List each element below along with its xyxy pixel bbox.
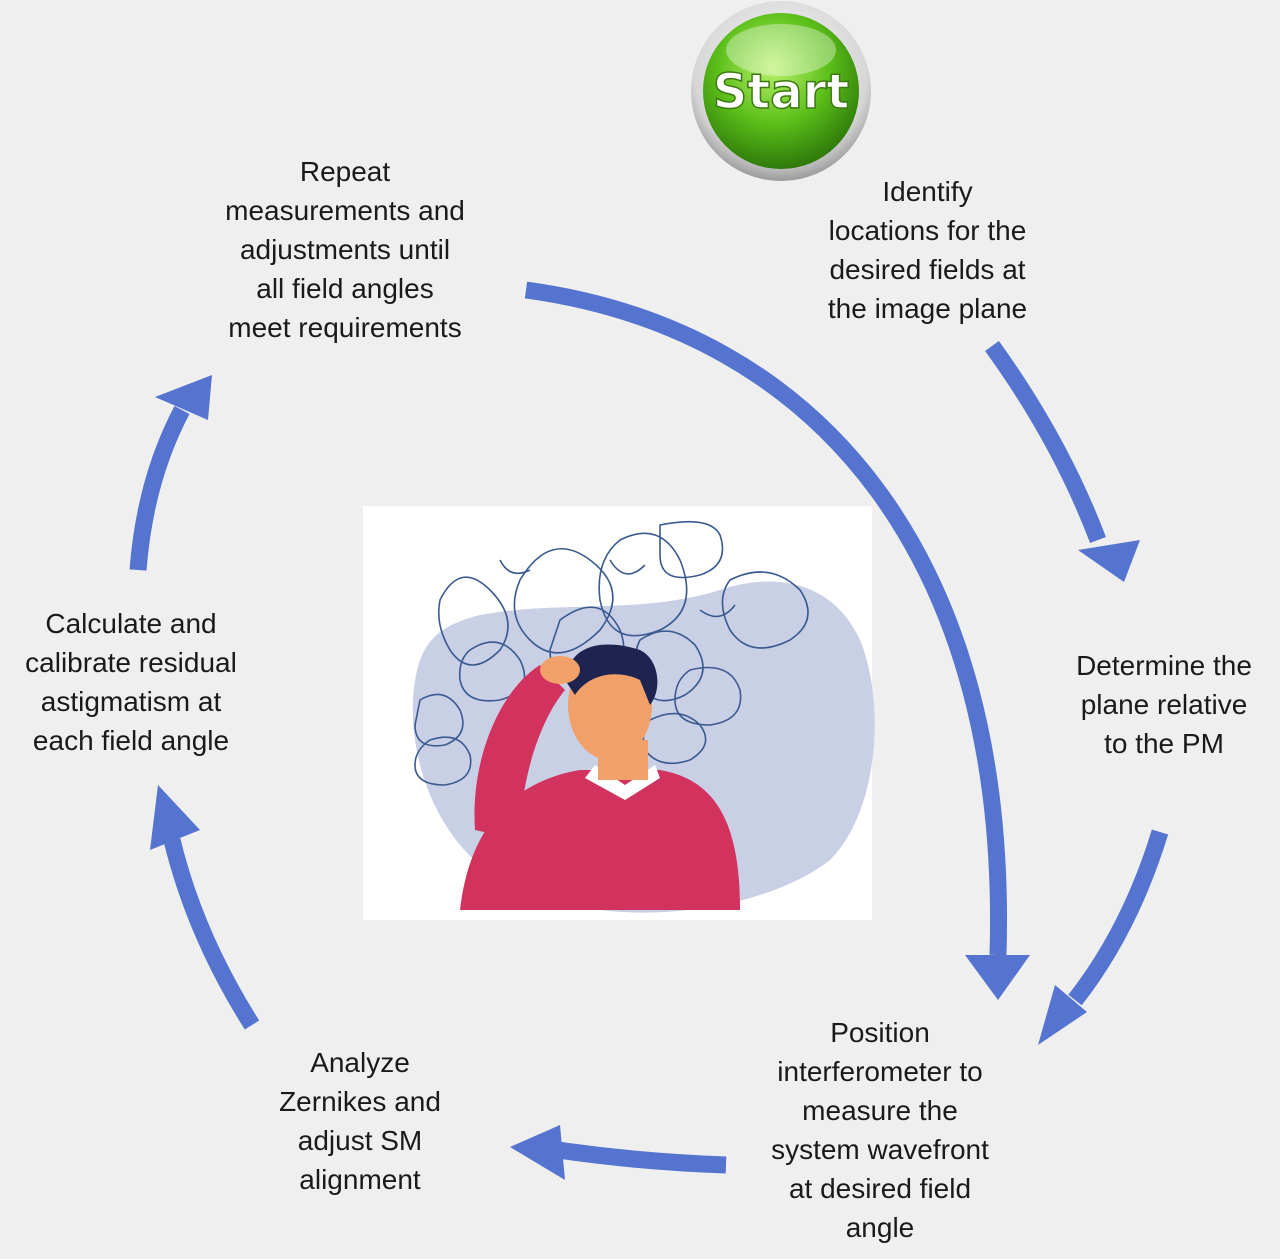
step-analyze: Analyze Zernikes and adjust SM alignment	[250, 1043, 470, 1199]
step-position: Position interferometer to measure the s…	[740, 1013, 1020, 1247]
step-analyze-line: Zernikes and	[279, 1086, 441, 1117]
arrowhead-repeat	[155, 375, 212, 420]
step-identify-line: locations for the	[828, 215, 1027, 246]
arrow-repeat-to-position	[524, 281, 1008, 956]
step-analyze-line: alignment	[299, 1164, 421, 1195]
arrowhead-position-main	[965, 955, 1030, 1000]
confused-person-illustration	[363, 506, 875, 920]
arrow-heads	[150, 375, 1140, 1180]
step-repeat: Repeat measurements and adjustments unti…	[195, 152, 495, 347]
step-position-line: system wavefront	[771, 1134, 989, 1165]
arrowhead-position-right	[1038, 985, 1087, 1045]
arrow-identify-to-determine	[985, 341, 1106, 544]
arrowhead-calculate	[150, 785, 200, 850]
step-determine-line: plane relative	[1080, 689, 1248, 720]
step-position-line: measure the	[802, 1095, 958, 1126]
step-repeat-line: Repeat	[299, 156, 391, 187]
step-position-line: angle	[845, 1212, 915, 1243]
step-identify-line: Identify	[882, 176, 973, 207]
step-position-line: interferometer to	[777, 1056, 983, 1087]
step-determine-line: Determine the	[1076, 650, 1252, 681]
step-identify-line: desired fields at	[829, 254, 1026, 285]
step-position-line: at desired field	[788, 1173, 972, 1204]
step-calculate: Calculate and calibrate residual astigma…	[5, 604, 257, 760]
step-calculate-line: Calculate and	[45, 608, 217, 639]
start-label: Start	[713, 64, 850, 120]
step-determine: Determine the plane relative to the PM	[1050, 646, 1278, 763]
step-identify-line: the image plane	[827, 293, 1028, 324]
step-analyze-line: adjust SM	[297, 1125, 423, 1156]
step-calculate-line: astigmatism at	[40, 686, 222, 717]
step-repeat-line: measurements and	[225, 195, 465, 226]
start-button-icon[interactable]: Start	[691, 1, 871, 181]
step-repeat-line: adjustments until	[239, 234, 451, 265]
arrow-analyze-to-calculate	[163, 837, 260, 1030]
arrow-calculate-to-repeat	[129, 406, 190, 571]
arrow-determine-to-position	[1068, 829, 1169, 1006]
step-repeat-line: all field angles	[256, 273, 434, 304]
step-calculate-line: calibrate residual	[25, 647, 237, 678]
cycle-arrows	[129, 281, 1169, 1174]
step-position-line: Position	[830, 1017, 930, 1048]
step-analyze-line: Analyze	[310, 1047, 410, 1078]
arrow-position-to-analyze	[556, 1141, 727, 1174]
step-repeat-line: meet requirements	[228, 312, 462, 343]
step-calculate-line: each field angle	[32, 725, 230, 756]
step-identify: Identify locations for the desired field…	[790, 172, 1065, 328]
step-determine-line: to the PM	[1104, 728, 1224, 759]
arrowhead-determine	[1078, 540, 1140, 582]
arrowhead-analyze	[510, 1125, 565, 1180]
